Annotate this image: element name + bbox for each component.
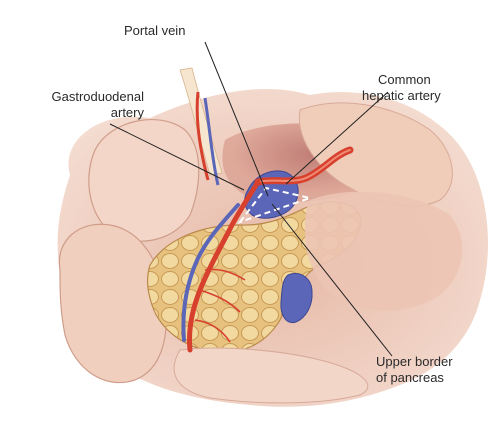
label-upper-border-of-pancreas: Upper border of pancreas [376,354,453,386]
label-common-hepatic-artery: Common hepatic artery [362,72,441,104]
pancreatic-branches [194,268,246,343]
label-gastroduodenal-line1: Gastroduodenal [51,89,144,104]
leader-gastroduodenal [109,123,245,191]
leader-portal-vein [204,41,269,197]
omentum-fat [298,102,453,207]
lower-fat [173,347,369,404]
duodenum-fold [88,119,200,242]
label-gastroduodenal-artery: Gastroduodenal artery [14,89,144,121]
ligament-vein [203,97,220,186]
leader-upper-border [271,203,393,357]
bowel-loop [58,223,167,384]
label-portal-vein: Portal vein [124,23,186,38]
label-common-hepatic-line1: Common [378,72,431,87]
label-upper-border-line2: of pancreas [376,370,444,385]
superior-mesenteric-vein [280,273,313,324]
label-gastroduodenal-line2: artery [110,105,144,120]
transverse-mesocolon [305,191,463,311]
pancreas-upper-border-outline [237,186,314,225]
pancreaticoduodenal-vein [181,203,240,342]
label-upper-border-line1: Upper border [376,354,453,369]
gastroduodenal-artery-shape [187,179,261,353]
label-common-hepatic-line2: hepatic artery [362,88,441,103]
leader-common-hepatic [285,91,389,185]
